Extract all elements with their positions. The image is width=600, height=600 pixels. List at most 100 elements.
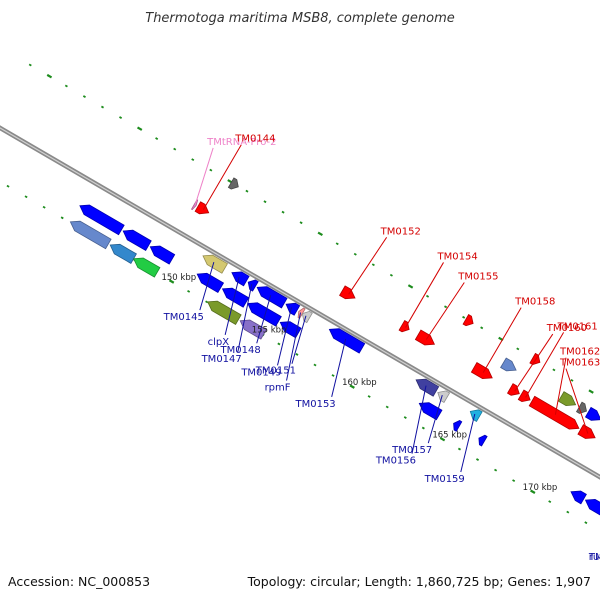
scale-tick [425,294,430,298]
scale-tick [421,426,425,430]
gene-label-rpmf[interactable]: rpmF [265,383,291,394]
gene-feature[interactable] [584,406,600,421]
gene-tm0145[interactable] [202,254,229,274]
scale-tick [64,84,68,88]
gene-feature[interactable] [570,490,587,505]
scale-tick [119,116,123,119]
gene-feature[interactable] [575,401,587,414]
scale-tick [335,242,339,246]
gene-label-tm0163[interactable]: TM0163 [559,358,600,369]
gene-label-tm0160[interactable]: TM0160 [546,323,587,334]
scale-tick [205,300,209,304]
gene-label-tm0159[interactable]: TM0159 [424,474,465,485]
gene-feature[interactable] [247,302,282,327]
gene-label-tm0157[interactable]: TM0157 [391,445,432,456]
label-leader [277,307,292,366]
gene-feature[interactable] [122,229,152,251]
gene-tm0144[interactable] [194,201,210,215]
scale-tick [295,353,299,356]
gene-tm0160[interactable] [506,383,520,396]
gene-label-tm0161[interactable]: TM0161 [557,321,598,332]
gene-label-tm0162[interactable]: TM0162 [559,347,600,358]
label-leader [348,237,388,295]
gene-label-tm0151[interactable]: TM0151 [255,366,296,377]
gene-feature[interactable] [500,357,517,372]
gene-tm0158[interactable] [470,362,493,380]
scale-tick [299,221,303,225]
scale-tick [42,205,46,209]
gene-feature[interactable] [109,243,137,264]
scale-tick [389,273,393,277]
label-leaders [194,144,589,473]
gene-feature[interactable] [221,287,250,308]
gene-feature[interactable] [478,434,488,447]
gene-feature[interactable] [149,245,176,265]
gene-feature[interactable] [132,257,161,278]
map-title: Thermotoga maritima MSB8, complete genom… [145,11,454,26]
scale-tick [367,395,371,398]
gene-label-tm0147[interactable]: TM0147 [201,354,242,365]
gene-feature[interactable] [79,204,125,236]
gene-label-tm0158[interactable]: TM0158 [514,297,555,308]
gene-feature[interactable] [69,220,112,250]
gene-tm0154[interactable] [398,320,410,333]
scale-tick [173,147,177,151]
label-leader [237,284,253,353]
gene-tm0148[interactable] [256,286,288,309]
gene-feature[interactable] [584,498,600,517]
scale-label: 160 kbp [342,378,377,388]
label-leader [425,282,465,340]
label-leader [514,333,554,392]
scale-tick [191,158,195,162]
scale-label: 155 kbp [252,325,287,335]
scale-tick [566,510,570,514]
scale-tick [187,289,191,293]
scale-tick [281,210,285,214]
gene-feature[interactable] [207,300,242,325]
gene-label-tm0166[interactable]: TM0166 [588,552,600,563]
gene-tm0153[interactable] [328,328,366,354]
gene-tm0149[interactable] [285,302,301,316]
label-leader [331,338,347,397]
label-leader [256,295,272,344]
gene-feature[interactable] [453,420,463,432]
scale-tick [548,500,552,504]
gene-tm0152[interactable] [339,285,356,300]
gene-label-ruva[interactable]: ruvA [589,552,600,563]
label-leader [482,307,522,373]
gene-tm0155[interactable] [414,329,436,346]
gene-label-tm0148[interactable]: TM0148 [220,345,261,356]
gene-label-tm0145[interactable]: TM0145 [163,312,204,323]
label-leader [194,147,214,206]
gene-label-clpx[interactable]: clpX [208,337,230,348]
gene-label-tm0155[interactable]: TM0155 [457,272,498,283]
scale-tick [6,184,10,188]
scale-tick [407,284,414,289]
label-leader [224,276,240,335]
genome-summary-text: Topology: circular; Length: 1,860,725 bp… [247,574,591,589]
gene-label-tm0144[interactable]: TM0144 [234,134,275,145]
gene-label-tm0149[interactable]: TM0149 [240,367,281,378]
scale-tick [371,263,375,267]
gene-label-tm0152[interactable]: TM0152 [380,226,421,237]
scale-tick [480,326,484,330]
gene-label-tm0154[interactable]: TM0154 [437,251,478,262]
gene-feature[interactable] [227,177,239,190]
gene-tm0156[interactable] [415,378,440,397]
scale-label: 165 kbp [432,431,467,441]
label-leader [460,413,476,473]
gene-tm0162[interactable] [528,395,580,430]
gene-label-tmtrna-pro-2[interactable]: TMtRNA-Pro-2 [206,137,276,148]
scale-tick [516,347,520,351]
label-leader [199,261,215,311]
scale-tick [313,363,317,367]
gene-tm0161[interactable] [517,389,531,403]
gene-feature[interactable] [462,313,474,327]
gene-feature[interactable] [557,391,577,407]
label-leader [291,315,307,364]
gene-label-tm0156[interactable]: TM0156 [375,456,416,467]
gene-tm0163[interactable] [577,424,596,439]
gene-label-tm0153[interactable]: TM0153 [294,399,335,410]
gene-clpx[interactable] [231,271,250,287]
